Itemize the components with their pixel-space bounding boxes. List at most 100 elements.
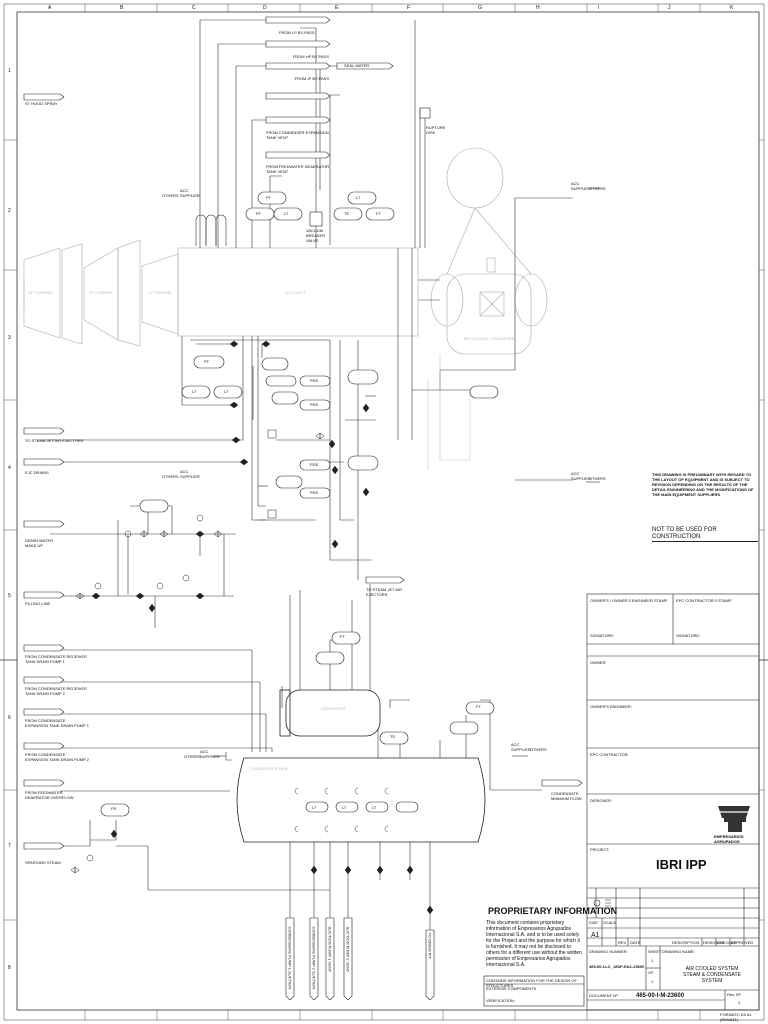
owner-label: OWNER: — [590, 660, 607, 665]
proprietary-title: PROPRIETARY INFORMATION — [488, 906, 618, 916]
tag-pds-4: PDS — [310, 490, 319, 495]
proprietary-body: This document contains proprietary infor… — [486, 920, 582, 968]
label-acc-duct: ACC DUCT — [285, 290, 306, 295]
drawing-name-label: DRAWING NAME: — [662, 949, 695, 954]
label-deaerator: DEAERATOR — [320, 706, 346, 711]
rev-header-approved: APPROVED — [731, 940, 754, 945]
tag-pds-2: PDS — [310, 402, 319, 407]
label-from-cond-expansion-1: FROM CONDENSATE EXPANSION TANK DRAIN PUM… — [25, 718, 89, 728]
row-label-3: 3 — [8, 335, 11, 341]
label-condensate-tank: CONDENSATE TANK — [250, 766, 289, 771]
scale-label: SCALE — [603, 920, 617, 925]
tag-lt-1: LT — [284, 211, 289, 216]
tag-lt-6: LT — [342, 805, 347, 810]
label-vacuum-breaker: VACUUM BREAKER VALVE — [306, 228, 326, 243]
company-name: EMPRESARIOS AGRUPADOS — [714, 834, 744, 844]
rev-header-rev: REV — [618, 940, 627, 945]
label-ip-turbine: IP TURBINE — [90, 290, 113, 295]
label-hp-turbine: HP TURBINE — [28, 290, 53, 295]
label-ejc-drains: EJC DRAINS — [25, 470, 49, 475]
label-from-condenser-expansion: FROM CONDENSER EXPANSION TANK VENT — [266, 130, 329, 140]
label-others-3: OTHERS — [162, 474, 179, 479]
designer-label: DESIGNER: — [590, 798, 613, 803]
title-block-frame — [483, 593, 760, 1011]
company-logo — [718, 806, 750, 832]
signature-label-2: SIGNATURE: — [676, 633, 701, 638]
off-sheet-connectors — [23, 16, 583, 1001]
signature-label-1: SIGNATURE: — [590, 633, 615, 638]
label-others-6: OTHERS — [530, 747, 547, 752]
valves — [91, 340, 434, 915]
col-label-g: G — [478, 5, 482, 11]
tag-ft-3: FT — [476, 704, 481, 709]
col-label-h: H — [536, 5, 540, 11]
label-from-feedwater-deaerator: FROM FEEDWATER DEAERATOR TANK VENT — [266, 164, 330, 174]
owner-stamp-label: OWNER'S / OWNER'S ENGINEER STAMP — [590, 598, 668, 603]
label-acc-supplier-4: ACC SUPPLIER — [571, 471, 591, 481]
document-number: 465-00-I-M-23600 — [636, 993, 685, 999]
sheet-label: SHEET — [648, 949, 662, 954]
col-label-d: D — [263, 5, 267, 11]
label-others-2: OTHERS — [589, 186, 606, 191]
col-label-c: C — [192, 5, 196, 11]
drawing-name: AIR COOLED SYSTEM STEAM & CONDENSATE SYS… — [683, 966, 741, 984]
tag-pds-3: PDS — [310, 462, 319, 467]
rev-header-description: DESCRIPTION — [672, 940, 700, 945]
row-label-6: 6 — [8, 715, 11, 721]
label-from-cond-receiver-2: FROM CONDENSATE RECEIVER TANK DRAIN PUMP… — [25, 686, 87, 696]
label-to-steam-jet-2: TO STEAM JET AIR EJECTORS — [366, 587, 403, 597]
tag-lt-4: LT — [224, 389, 229, 394]
row-label-5: 5 — [8, 593, 11, 599]
tag-ft-1: FT — [376, 211, 381, 216]
label-st-hood-spray: ST HOOD SPRAY — [25, 101, 58, 106]
label-others-4: OTHERS — [589, 476, 606, 481]
col-label-e: E — [335, 5, 339, 11]
sheet-border — [3, 3, 765, 1021]
project-label: PROJECT: — [590, 847, 610, 852]
instrument-balloons — [100, 191, 499, 817]
document-number-label: DOCUMENT Nº: — [589, 993, 619, 998]
row-label-8: 8 — [8, 965, 11, 971]
exterior-components: EXTERIOR COMPONENTS — [486, 986, 537, 991]
rev-label: Rev. Nº: — [727, 992, 742, 997]
tag-lt-7: LT — [372, 805, 377, 810]
label-acc-supplier-5: ACC SUPPLIER — [200, 749, 220, 759]
label-acc-supplier-1: ACC SUPPLIER — [180, 188, 200, 198]
owners-engineer-label: OWNER'S ENGINEER: — [590, 704, 632, 709]
tag-pt-3: PT — [204, 359, 210, 364]
row-label-2: 2 — [8, 208, 11, 214]
label-from-hp-bypass: FROM HP BY-PASS — [292, 54, 329, 59]
size-label: SIZE — [589, 920, 598, 925]
condensate-tank-vessel — [236, 757, 486, 843]
label-others-5: OTHERS — [184, 754, 201, 759]
tag-te-1: TE — [344, 211, 350, 216]
of-label: OF — [648, 970, 654, 975]
label-condensate-min-flow: CONDENSATE MINIMUM FLOW — [551, 791, 582, 801]
col-label-a: A — [48, 5, 52, 11]
rev-value: 1 — [738, 1000, 741, 1005]
tag-pt-2: PT — [256, 211, 262, 216]
col-label-i: I — [598, 5, 600, 11]
col-label-b: B — [120, 5, 124, 11]
tag-ft-2: FT — [340, 634, 345, 639]
label-to-steam-jet: TO STEAM JET AIR EJECTORS — [25, 438, 84, 443]
tag-ps-1: PS — [111, 806, 117, 811]
epc-stamp-label: EPC CONTRACTOR'S STAMP — [676, 598, 732, 603]
preliminary-note: THIS DRAWING IS PRELIMINARY WITH REGARD … — [652, 472, 754, 497]
col-label-k: K — [730, 5, 734, 11]
rev-header-date: DATE — [630, 940, 641, 945]
label-suction-cep1: CONDENSATE PUMP 1 SUCTION — [287, 926, 293, 990]
row-label-1: 1 — [8, 68, 11, 74]
label-filling-line: FILLING LINE — [25, 601, 51, 606]
label-from-feedwater-overflow: FROM FEEDWATER DEAERATOR OVERFLOW — [25, 790, 74, 800]
tag-lt-5: LT — [312, 805, 317, 810]
turbine-coupling — [61, 243, 83, 345]
col-label-f: F — [407, 5, 411, 11]
drawing-number: 465-00-I-LC_-MXP-EA1-23600 — [589, 964, 645, 969]
tag-te-2: TE — [390, 734, 396, 739]
tag-pt-1: PT — [266, 195, 272, 200]
not-for-construction-note: NOT TO BE USED FOR CONSTRUCTION — [652, 527, 758, 542]
tag-lt-2: LT — [356, 195, 361, 200]
col-label-j: J — [668, 5, 671, 11]
label-from-cond-expansion-2: FROM CONDENSATE EXPANSION TANK DRAIN PUM… — [25, 752, 89, 762]
